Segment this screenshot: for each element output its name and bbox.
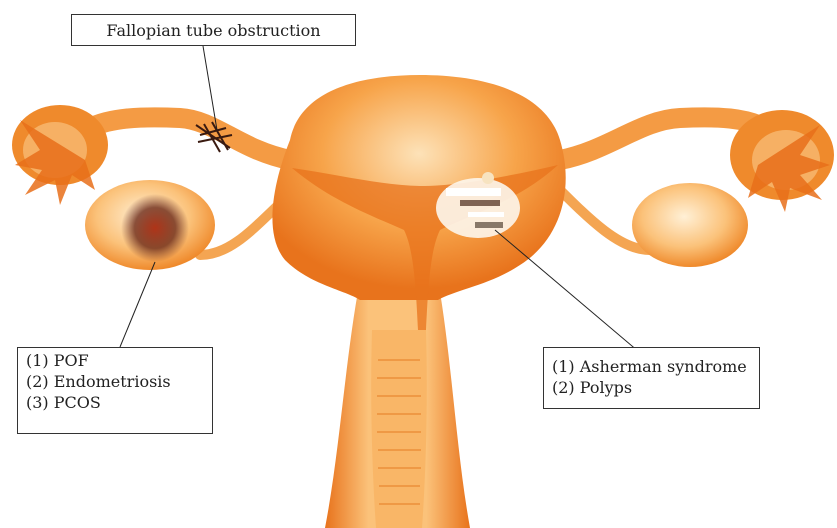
right-fimbriae: [730, 110, 834, 212]
label-uterus-item: (1) Asherman syndrome: [552, 356, 759, 377]
leader-line-ovary: [120, 262, 155, 347]
left-fallopian-tube: [90, 117, 290, 160]
left-ovary-lesion: [121, 194, 189, 262]
label-fallopian-tube-obstruction: Fallopian tube obstruction: [71, 14, 356, 46]
label-ovarian-causes: (1) POF (2) Endometriosis (3) PCOS: [17, 347, 213, 434]
label-uterine-causes: (1) Asherman syndrome (2) Polyps: [543, 347, 760, 409]
label-uterus-item: (2) Polyps: [552, 377, 759, 398]
label-ovary-item: (3) PCOS: [26, 392, 212, 413]
label-ovary-item: (2) Endometriosis: [26, 371, 212, 392]
label-tube-text: Fallopian tube obstruction: [72, 20, 355, 41]
label-ovary-item: (1) POF: [26, 350, 212, 371]
left-fimbriae: [12, 105, 108, 205]
right-ovary: [632, 183, 748, 267]
